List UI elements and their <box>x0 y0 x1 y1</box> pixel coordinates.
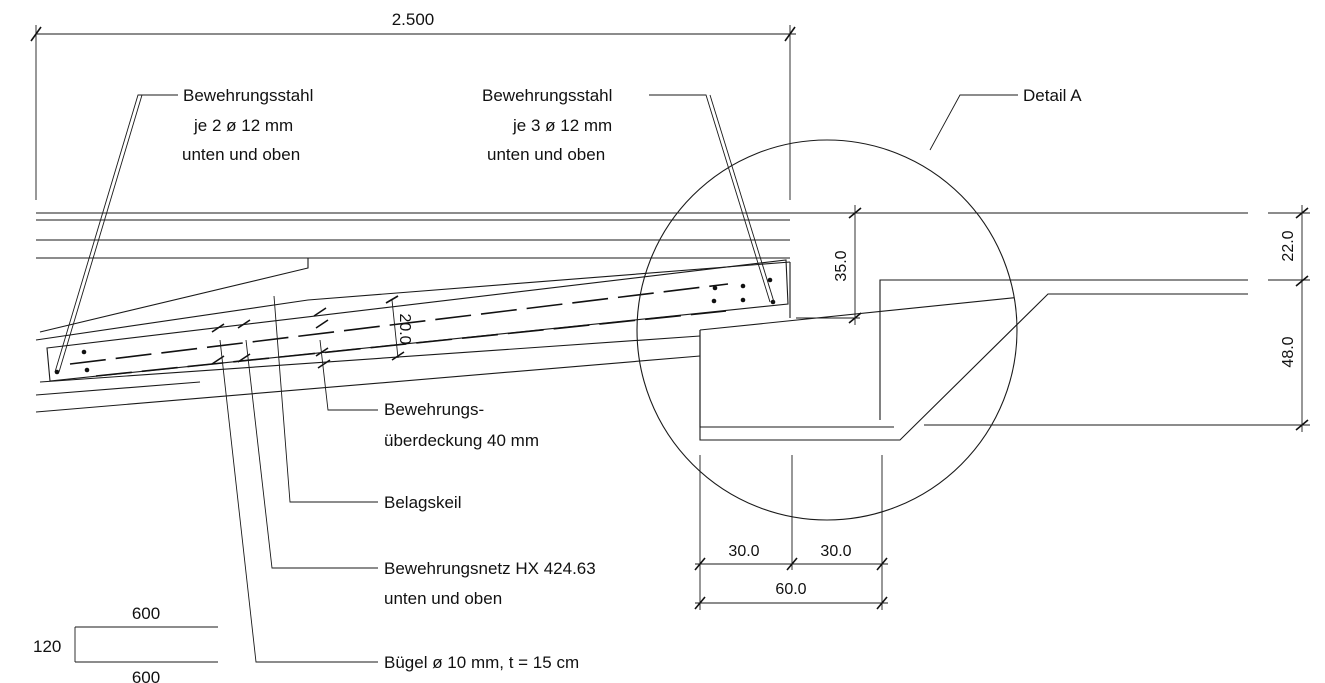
deck-layers <box>36 212 1310 333</box>
svg-text:unten und oben: unten und oben <box>487 145 605 164</box>
wedge-label: Belagskeil <box>384 493 462 512</box>
rebar-dots-left <box>54 349 90 375</box>
legend-left-label: 120 <box>33 637 61 656</box>
svg-text:unten und oben: unten und oben <box>384 589 502 608</box>
svg-text:Bewehrungsstahl: Bewehrungsstahl <box>183 86 313 105</box>
cover-label: Bewehrungs- überdeckung 40 mm <box>384 400 539 450</box>
mesh-label: Bewehrungsnetz HX 424.63 unten und oben <box>384 559 596 608</box>
bottom-total-label: 60.0 <box>775 581 806 598</box>
svg-text:Bewehrungsnetz HX 424.63: Bewehrungsnetz HX 424.63 <box>384 559 596 578</box>
stirrup-label: Bügel ø 10 mm, t = 15 cm <box>384 653 579 672</box>
right-bottom-label: 48.0 <box>1280 336 1297 367</box>
detail-label: Detail A <box>1023 86 1082 105</box>
rebar-dots-right <box>711 277 776 305</box>
leader-lines <box>54 94 1018 663</box>
right-top-label: 22.0 <box>1280 230 1297 261</box>
legend-box: 600 120 600 <box>33 604 218 683</box>
legend-bottom-label: 600 <box>132 668 160 683</box>
slab-thickness-label: 20.0 <box>396 313 413 344</box>
overall-width-label: 2.500 <box>392 10 435 29</box>
bottom-dimensions: 30.0 30.0 60.0 <box>694 455 888 610</box>
svg-text:überdeckung 40 mm: überdeckung 40 mm <box>384 431 539 450</box>
legend-top-label: 600 <box>132 604 160 623</box>
rebar-left-label: Bewehrungsstahl je 2 ø 12 mm unten und o… <box>182 86 313 164</box>
bottom-left-label: 30.0 <box>728 543 759 560</box>
svg-text:Bewehrungsstahl: Bewehrungsstahl <box>482 86 612 105</box>
svg-text:je 2 ø 12 mm: je 2 ø 12 mm <box>193 116 293 135</box>
svg-text:Bewehrungs-: Bewehrungs- <box>384 400 484 419</box>
svg-text:unten und oben: unten und oben <box>182 145 300 164</box>
slab-thickness-dimension: 20.0 <box>385 295 413 361</box>
detail-depth-dimension: 35.0 <box>833 205 862 325</box>
slab-section <box>35 259 791 413</box>
svg-text:je 3 ø 12 mm: je 3 ø 12 mm <box>512 116 612 135</box>
bottom-right-label: 30.0 <box>820 543 851 560</box>
rebar-right-label: Bewehrungsstahl je 3 ø 12 mm unten und o… <box>482 86 612 164</box>
right-dimensions: 22.0 48.0 <box>1280 205 1309 432</box>
detail-depth-label: 35.0 <box>833 250 850 281</box>
cover-ticks <box>211 307 331 369</box>
detail-a <box>636 139 1310 521</box>
overall-width-dimension: 2.500 <box>30 10 796 200</box>
